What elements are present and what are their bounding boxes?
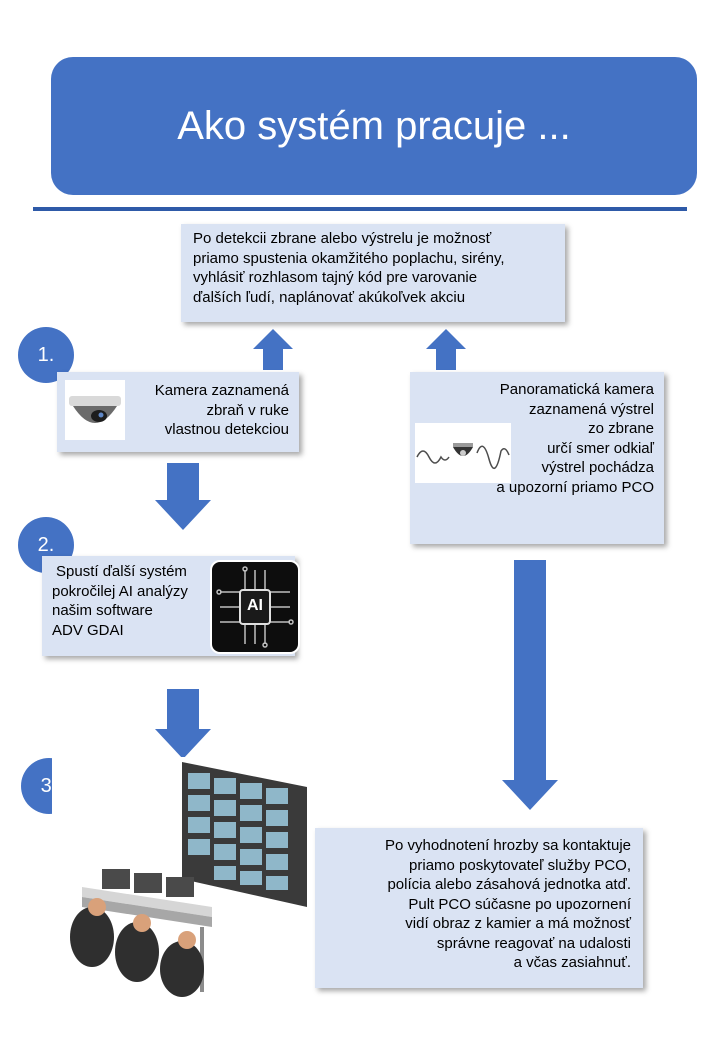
result-line: a včas zasiahnuť. [513, 954, 631, 971]
alarm-actions-line: ďalších ľudí, naplánovať akúkoľvek akciu [193, 288, 466, 306]
panoramic-line: určí smer odkiaľ [547, 439, 654, 457]
result-line: Po vyhodnotení hrozby sa kontaktuje [385, 837, 631, 854]
step-2-line: Spustí ďalší systém [56, 563, 187, 580]
header-banner: Ako systém pracuje ... [51, 57, 697, 195]
step-1-badge: 1. [18, 327, 74, 383]
result-line: Pult PCO súčasne po upozornení [408, 895, 631, 913]
down-arrow-right [502, 560, 558, 810]
ai-chip-icon: AI [210, 560, 300, 654]
step-2-line: pokročilej AI analýzy [52, 582, 188, 600]
result-line: správne reagovať na udalosti [436, 934, 631, 952]
step-2-box: Spustí ďalší systém pokročilej AI analýz… [42, 556, 300, 656]
result-line: polícia alebo zásahová jednotka atď. [387, 876, 631, 893]
step-2-number: 2. [37, 533, 55, 556]
panoramic-line: a upozorní priamo PCO [496, 478, 654, 496]
result-line: vidí obraz z kamier a má možnosť [405, 915, 631, 932]
result-box: Po vyhodnotení hrozby sa kontaktuje pria… [315, 828, 643, 988]
up-arrow-left [253, 329, 293, 370]
step-2-line: ADV GDAI [52, 621, 124, 639]
dome-camera-icon [65, 380, 125, 440]
up-arrow-right [426, 329, 466, 370]
step-1-line: zbraň v ruke [206, 401, 289, 419]
result-line: priamo poskytovateľ služby PCO, [409, 856, 631, 874]
panoramic-camera-icon [415, 423, 511, 483]
panoramic-line: Panoramatická kamera [499, 381, 654, 398]
alarm-actions-line: vyhlásiť rozhlasom tajný kód pre varovan… [193, 269, 478, 286]
step-1-box: Kamera zaznamená zbraň v ruke vlastnou d… [57, 372, 299, 452]
alarm-actions-box: Po detekcii zbrane alebo výstrelu je mož… [181, 224, 565, 322]
panoramic-line: výstrel pochádza [541, 459, 654, 476]
step-2-line: našim software [52, 602, 153, 619]
alarm-actions-line: Po detekcii zbrane alebo výstrelu je mož… [193, 230, 492, 247]
down-arrow-1 [155, 463, 211, 530]
ai-chip-label: AI [247, 597, 263, 614]
step-1-line: Kamera zaznamená [154, 382, 289, 399]
page-title: Ako systém pracuje ... [177, 103, 571, 148]
down-arrow-2 [155, 689, 211, 759]
divider [33, 207, 687, 211]
control-room-icon [52, 757, 314, 997]
alarm-actions-line: priamo spustenia okamžitého poplachu, si… [193, 249, 505, 267]
panoramic-camera-box: Panoramatická kamera zaznamená výstrel z… [410, 372, 664, 544]
panoramic-line: zo zbrane [588, 420, 654, 437]
step-1-number: 1. [37, 343, 55, 366]
step-1-line: vlastnou detekciou [164, 421, 289, 438]
panoramic-line: zaznamená výstrel [528, 400, 654, 418]
